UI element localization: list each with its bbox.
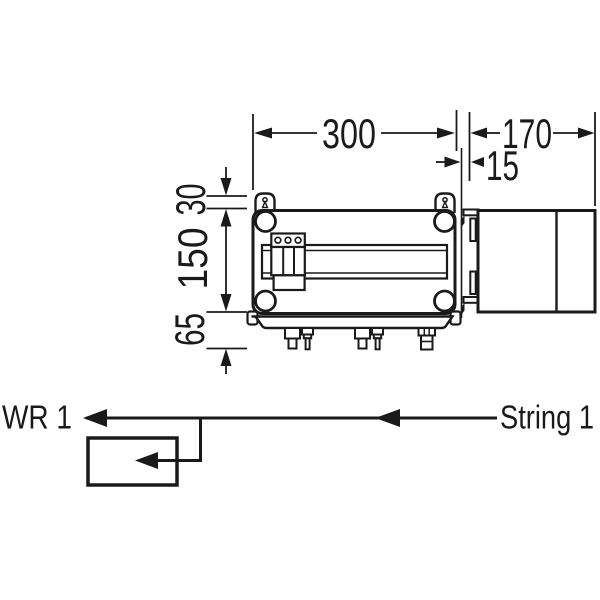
mc4-plug-pin bbox=[304, 337, 311, 351]
pv-connector-pair-1 bbox=[284, 327, 314, 351]
gland-cap bbox=[417, 327, 436, 337]
top-dimensions: 300 170 15 bbox=[252, 110, 596, 206]
mounting-bracket-top bbox=[460, 208, 480, 242]
keyhole-slot bbox=[441, 199, 449, 209]
screw-hole-bottom-left bbox=[254, 289, 277, 313]
keyhole-icon-left bbox=[261, 196, 269, 209]
mc4-socket bbox=[284, 327, 301, 340]
enclosure-front-view bbox=[246, 192, 462, 351]
bracket-slot bbox=[469, 217, 477, 242]
gland-body bbox=[420, 334, 434, 351]
three-pole-device bbox=[270, 232, 306, 292]
dim-width-label: 300 bbox=[322, 110, 376, 157]
dimension-15: 15 bbox=[436, 142, 519, 189]
screw-hole-bottom-right bbox=[433, 289, 456, 313]
terminal-screw bbox=[284, 236, 292, 244]
keyhole-icon-right bbox=[441, 196, 449, 209]
terminal-screw bbox=[274, 236, 282, 244]
dim-top-label: 30 bbox=[167, 184, 214, 216]
inverter-label: WR 1 bbox=[2, 399, 72, 436]
terminal-screw bbox=[294, 236, 302, 244]
mounting-bracket-bottom bbox=[460, 270, 480, 316]
device-body bbox=[270, 245, 306, 277]
mc4-plug-pin bbox=[374, 337, 381, 351]
bottom-flange bbox=[251, 315, 455, 330]
arrowhead-left bbox=[470, 127, 487, 139]
arrowhead-up bbox=[220, 209, 232, 227]
left-dimensions: 30 150 65 bbox=[166, 167, 247, 374]
arrowhead-right bbox=[578, 127, 595, 139]
bracket-slot bbox=[469, 270, 477, 295]
dim-bottom-label: 65 bbox=[166, 313, 213, 346]
mc4-socket bbox=[354, 327, 371, 340]
cable-gland bbox=[417, 327, 436, 351]
bracket-bar bbox=[462, 296, 480, 304]
arrowhead-up bbox=[220, 348, 232, 366]
mc4-socket-stem bbox=[287, 337, 298, 350]
device-foot bbox=[272, 274, 306, 292]
string-label: String 1 bbox=[500, 399, 594, 436]
arrowhead-pointing-right bbox=[444, 156, 461, 168]
arrowhead-down bbox=[220, 294, 232, 312]
arrowhead-to-inverter bbox=[83, 409, 107, 427]
arrowhead-left bbox=[254, 127, 272, 139]
keyhole-slot bbox=[261, 199, 269, 209]
pv-connector-pair-2 bbox=[354, 327, 384, 351]
branch-wire bbox=[156, 416, 202, 462]
dim-depth-label: 170 bbox=[502, 110, 552, 157]
bracket-hook bbox=[460, 303, 465, 316]
bracket-bar bbox=[462, 208, 480, 217]
mc4-socket-stem bbox=[357, 337, 368, 350]
dimension-300: 300 bbox=[254, 110, 455, 157]
arrowhead-into-box bbox=[135, 452, 158, 469]
arrowhead-down bbox=[220, 178, 232, 196]
bracket-hook bbox=[460, 215, 465, 228]
arrowhead-right bbox=[437, 127, 455, 139]
screw-hole-top-left bbox=[254, 210, 277, 233]
arrowhead-pointing-left bbox=[471, 157, 484, 167]
enclosure-side-view bbox=[460, 148, 597, 318]
screw-hole-top-right bbox=[433, 210, 456, 233]
arrowhead-flow-direction bbox=[375, 409, 400, 427]
wiring-schematic: WR 1 String 1 bbox=[2, 399, 594, 487]
dim-middle-label: 150 bbox=[169, 228, 216, 290]
dimension-170: 170 bbox=[470, 110, 595, 157]
dim-bracket-offset-label: 15 bbox=[486, 142, 519, 189]
side-body bbox=[476, 209, 597, 314]
